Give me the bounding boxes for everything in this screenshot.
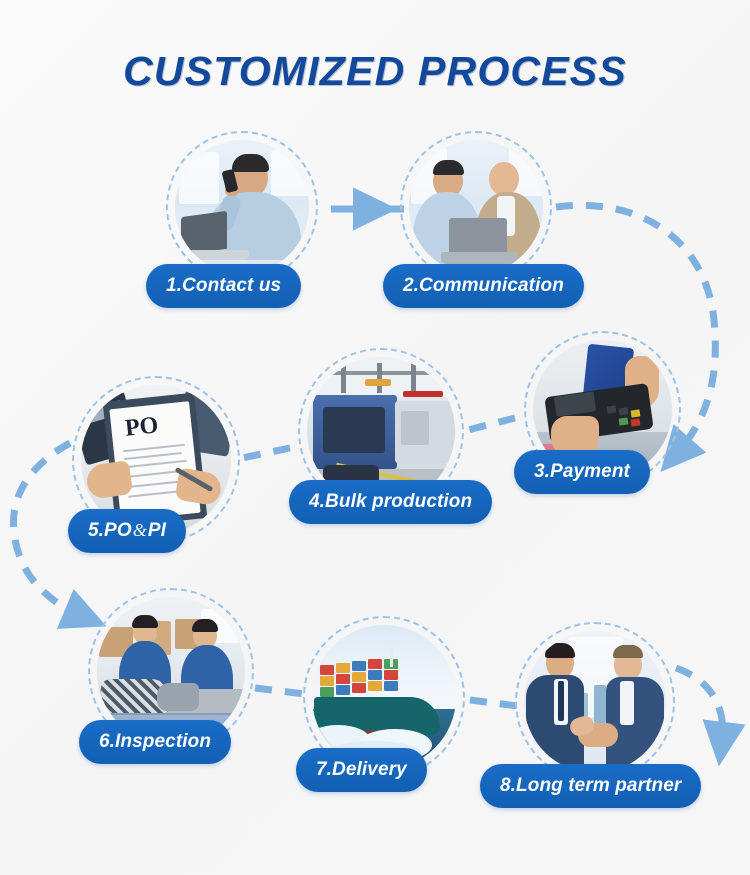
line-step3-to-step4 bbox=[467, 414, 516, 434]
step-node-2[interactable] bbox=[400, 131, 552, 283]
step-image-1 bbox=[175, 140, 309, 274]
step-node-6[interactable] bbox=[88, 588, 254, 754]
step-label-8[interactable]: 8.Long term partner bbox=[480, 764, 702, 808]
step-label-1[interactable]: 1.Contact us bbox=[146, 264, 302, 308]
step-label-3[interactable]: 3.Payment bbox=[514, 450, 650, 494]
step-node-8[interactable] bbox=[515, 622, 675, 782]
step-label-5-prefix: 5.PO bbox=[88, 520, 132, 541]
step-image-8 bbox=[524, 631, 666, 773]
line-step4-to-step5 bbox=[241, 444, 291, 462]
step-label-2[interactable]: 2.Communication bbox=[383, 264, 584, 308]
step-image-2 bbox=[409, 140, 543, 274]
page-title: CUSTOMIZED PROCESS bbox=[123, 48, 627, 94]
line-step7-to-step8 bbox=[469, 696, 519, 710]
line-step6-to-step7 bbox=[254, 684, 306, 698]
arrow-step8-end bbox=[674, 664, 746, 767]
step-label-7[interactable]: 7.Delivery bbox=[296, 748, 427, 792]
step-label-5-suffix: PI bbox=[147, 520, 166, 541]
step-label-6[interactable]: 6.Inspection bbox=[79, 720, 232, 764]
step-image-6 bbox=[97, 597, 245, 745]
step-label-4[interactable]: 4.Bulk production bbox=[289, 480, 493, 524]
ampersand: & bbox=[132, 520, 147, 540]
step-node-1[interactable] bbox=[166, 131, 318, 283]
step-label-5[interactable]: 5.PO&PI bbox=[68, 509, 186, 553]
